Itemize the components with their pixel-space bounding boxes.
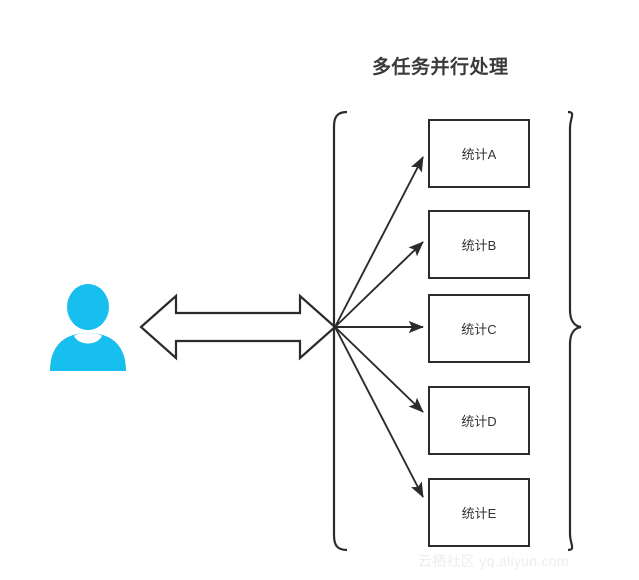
task-box-a[interactable]: 统计A	[428, 119, 530, 188]
task-box-c[interactable]: 统计C	[428, 294, 530, 363]
task-box-label: 统计A	[461, 147, 497, 162]
connector-to-task-d	[334, 326, 424, 413]
left-bracket-icon	[332, 110, 348, 552]
page-title: 多任务并行处理	[372, 57, 509, 78]
task-box-d[interactable]: 统计D	[428, 386, 530, 455]
connector-to-task-e	[334, 326, 424, 498]
connector-to-task-b	[334, 241, 424, 328]
person-icon	[50, 284, 126, 371]
connector-to-task-a	[334, 156, 424, 328]
task-box-label: 统计B	[461, 238, 497, 253]
fanout-connectors	[334, 156, 424, 498]
task-box-label: 统计C	[461, 322, 497, 337]
task-box-e[interactable]: 统计E	[428, 478, 530, 547]
watermark: 云栖社区 yq.aliyun.com	[418, 553, 569, 569]
task-box-label: 统计D	[461, 414, 497, 429]
task-box-b[interactable]: 统计B	[428, 210, 530, 279]
task-box-label: 统计E	[461, 506, 497, 521]
bidirectional-arrow-icon	[139, 293, 337, 361]
right-curly-brace-icon	[567, 110, 582, 552]
